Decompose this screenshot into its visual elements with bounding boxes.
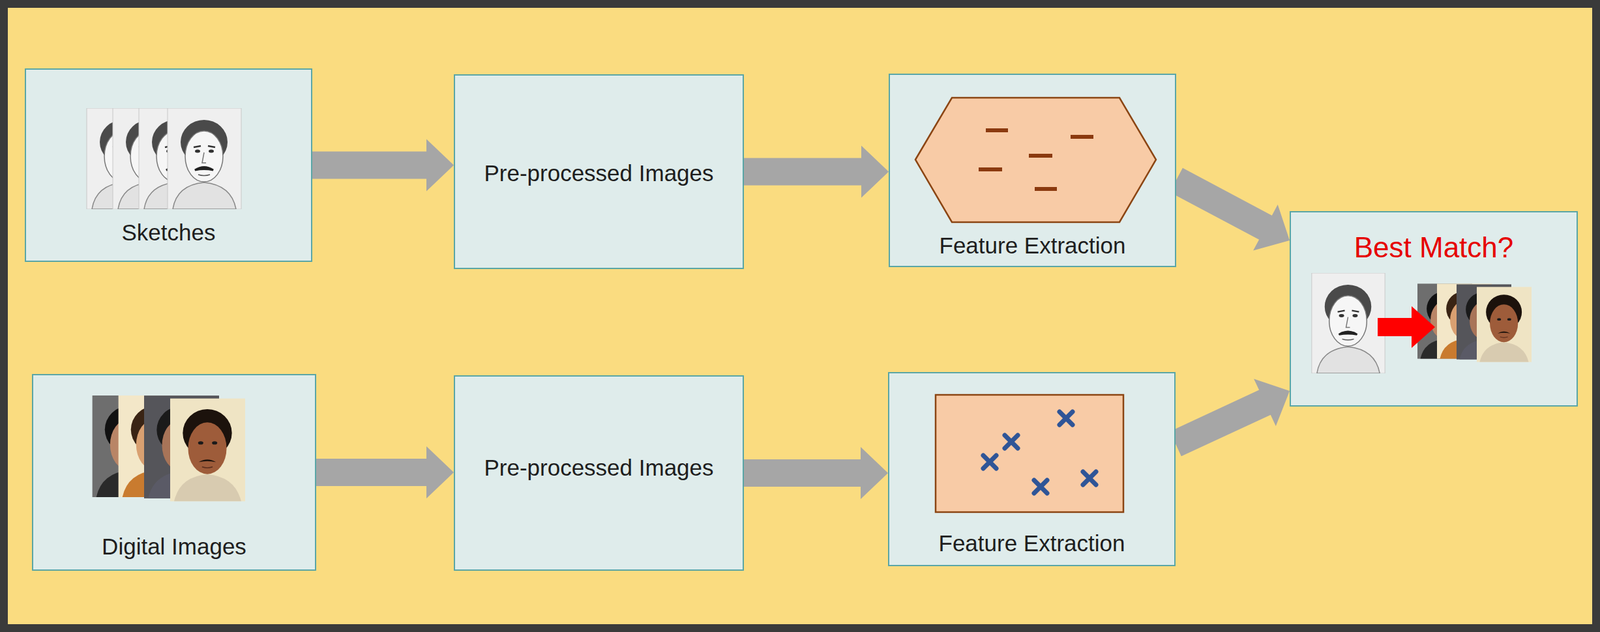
flow-arrow xyxy=(1169,378,1290,457)
process-box: Pre-processed Images xyxy=(453,74,744,270)
box-label: Pre-processed Images xyxy=(483,454,714,482)
box-label: Feature Extraction xyxy=(939,232,1126,260)
match-arrow xyxy=(1377,306,1436,349)
box-label: Sketches xyxy=(121,219,216,247)
box-label: Pre-processed Images xyxy=(483,159,714,188)
flow-arrow xyxy=(743,447,889,500)
result-box: Best Match? xyxy=(1289,211,1578,407)
sketch-stack xyxy=(86,108,242,210)
input-box: Sketches xyxy=(24,68,313,263)
flow-arrow xyxy=(316,446,454,499)
flow-arrow xyxy=(312,139,454,192)
process-box: Feature Extraction xyxy=(888,73,1177,268)
process-box: Feature Extraction xyxy=(888,372,1176,567)
yellow-panel xyxy=(7,7,1593,625)
box-label: Feature Extraction xyxy=(938,530,1126,558)
match-illustration xyxy=(1311,273,1532,374)
box-label: Digital Images xyxy=(101,533,247,561)
flow-arrow xyxy=(743,146,889,199)
process-box: Pre-processed Images xyxy=(453,375,744,572)
input-box: Digital Images xyxy=(31,374,317,572)
result-title: Best Match? xyxy=(1354,230,1514,266)
flow-arrow xyxy=(1169,168,1290,252)
sketch-features xyxy=(915,97,1156,223)
photo-stack xyxy=(92,395,246,502)
photo-features xyxy=(935,395,1124,513)
